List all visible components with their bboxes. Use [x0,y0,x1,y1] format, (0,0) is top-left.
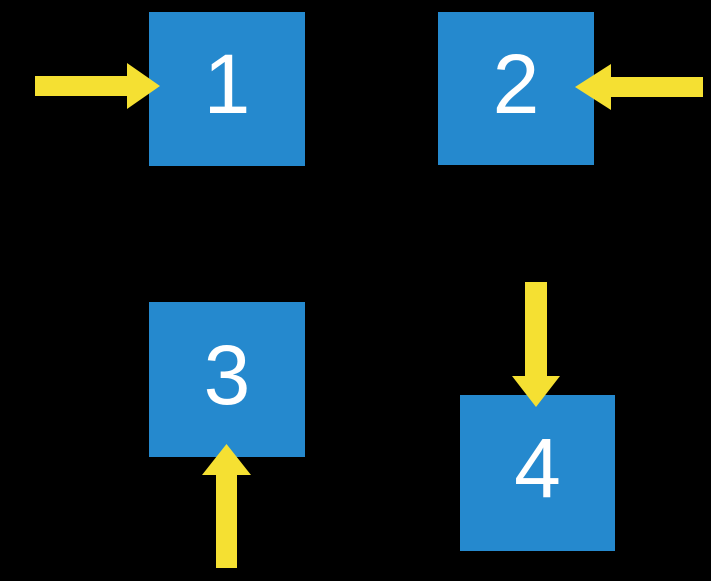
square-1: 1 [149,12,305,166]
left-arrow-icon [575,64,703,110]
square-4-label: 4 [514,421,561,515]
square-2-label: 2 [492,36,540,131]
square-3: 3 [149,302,305,457]
right-arrow-icon [35,63,160,109]
square-3-label: 3 [203,327,251,422]
square-1-label: 1 [203,37,251,131]
square-4: 4 [460,395,615,551]
square-2: 2 [438,12,594,165]
up-arrow-icon [202,444,251,568]
down-arrow-icon [512,282,560,407]
